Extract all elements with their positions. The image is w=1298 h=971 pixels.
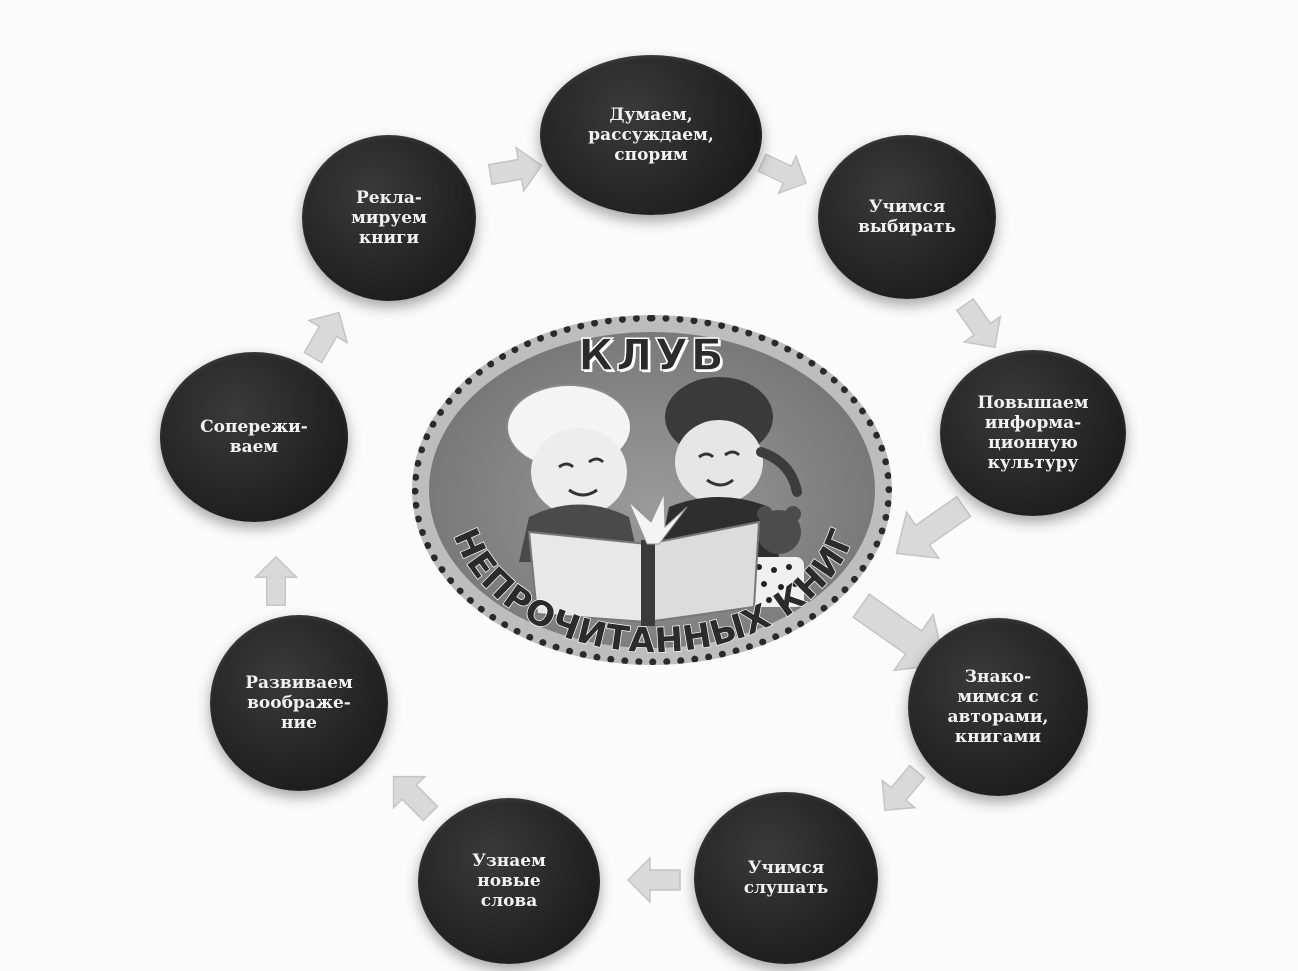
arrow-choose-to-info	[950, 296, 1010, 356]
node-listen-label: Учимся слушать	[743, 858, 829, 898]
node-info: Повышаем информа- ционную культуру	[940, 350, 1126, 516]
club-title-top: КЛУБ	[577, 329, 726, 382]
node-words-label: Узнаем новые слова	[472, 851, 546, 911]
club-title-bottom: НЕПРОЧИТАННЫХ КНИГ	[444, 522, 863, 658]
arrow-info-to-center	[885, 490, 975, 570]
club-emblem: КЛУБ НЕПРОЧИТАННЫХ КНИГ	[412, 315, 892, 665]
node-authors: Знако- мимся с авторами, книгами	[908, 618, 1088, 796]
node-words: Узнаем новые слова	[418, 798, 600, 964]
arrow-think-to-choose	[756, 145, 812, 201]
node-think-label: Думаем, рассуждаем, спорим	[588, 105, 714, 165]
arrow-advertise-to-think	[486, 140, 546, 200]
node-empathy-label: Сопережи- ваем	[200, 417, 308, 457]
children-reading-book-illustration	[506, 377, 804, 626]
arrow-words-to-imagine	[382, 765, 442, 825]
arrow-empathy-to-advertise	[296, 305, 356, 365]
node-advertise: Рекла- мируем книги	[302, 135, 476, 301]
arrow-imagine-to-empathy	[248, 553, 304, 609]
node-imagine-label: Развиваем воображе- ние	[245, 673, 353, 733]
node-info-label: Повышаем информа- ционную культуру	[977, 393, 1089, 473]
node-think: Думаем, рассуждаем, спорим	[540, 55, 762, 215]
arrow-listen-to-words	[624, 850, 684, 910]
node-empathy: Сопережи- ваем	[160, 352, 348, 522]
node-advertise-label: Рекла- мируем книги	[351, 188, 427, 248]
node-imagine: Развиваем воображе- ние	[210, 615, 388, 791]
node-choose: Учимся выбирать	[818, 135, 996, 299]
node-listen: Учимся слушать	[694, 792, 878, 964]
node-authors-label: Знако- мимся с авторами, книгами	[947, 667, 1049, 747]
arrow-authors-to-listen	[872, 762, 930, 820]
node-choose-label: Учимся выбирать	[858, 197, 956, 237]
svg-text:НЕПРОЧИТАННЫХ КНИГ: НЕПРОЧИТАННЫХ КНИГ	[445, 522, 863, 658]
club-title-bottom-text: НЕПРОЧИТАННЫХ КНИГ	[444, 522, 862, 658]
